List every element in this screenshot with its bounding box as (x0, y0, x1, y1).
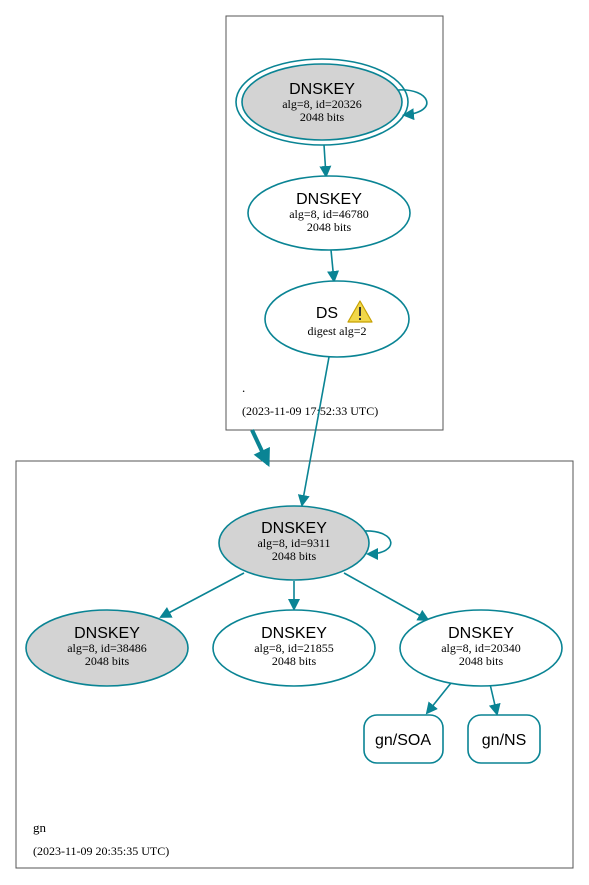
node-gn-key-20340-shape (399, 609, 563, 687)
node-gn-key-21855-line2: 2048 bits (272, 654, 317, 668)
node-gn-key-38486-line1: alg=8, id=38486 (67, 641, 147, 655)
edge-root-ksk-self (397, 89, 428, 121)
node-gn-ksk-line2: 2048 bits (272, 549, 317, 563)
node-gn-ksk[interactable]: DNSKEY alg=8, id=9311 2048 bits (218, 505, 370, 581)
edge-20340-to-ns (488, 683, 501, 716)
node-gn-key-20340-line1: alg=8, id=20340 (441, 641, 521, 655)
node-gn-key-21855[interactable]: DNSKEY alg=8, id=21855 2048 bits (212, 609, 376, 687)
zone-gn-name: gn (33, 820, 47, 835)
zone-root-name: . (242, 380, 245, 395)
node-gn-soa-label: gn/SOA (375, 732, 431, 749)
node-gn-key-38486[interactable]: DNSKEY alg=8, id=38486 2048 bits (25, 609, 189, 687)
node-gn-key-20340-line2: 2048 bits (459, 654, 504, 668)
node-gn-soa[interactable]: gn/SOA (363, 714, 444, 764)
node-root-ksk-line2: 2048 bits (300, 110, 345, 124)
zone-root-border (225, 15, 444, 431)
node-gn-ns-label: gn/NS (482, 732, 526, 749)
node-root-ksk-line1: alg=8, id=20326 (282, 97, 362, 111)
zone-root: . (2023-11-09 17:52:33 UTC) (225, 15, 444, 431)
edges (159, 89, 501, 716)
node-root-ksk-outer-ring (235, 58, 409, 146)
node-gn-ksk-line1: alg=8, id=9311 (257, 536, 330, 550)
node-root-zsk-line2: 2048 bits (307, 220, 352, 234)
zone-gn-timestamp: (2023-11-09 20:35:35 UTC) (33, 844, 169, 858)
node-root-zsk-line1: alg=8, id=46780 (289, 207, 369, 221)
node-ds-title: DS (316, 305, 338, 322)
node-gn-key-21855-line1: alg=8, id=21855 (254, 641, 334, 655)
node-gn-ns[interactable]: gn/NS (467, 714, 541, 764)
node-gn-key-38486-title: DNSKEY (74, 625, 140, 642)
edge-gn-ksk-self (363, 530, 392, 560)
zone-gn-border (15, 460, 574, 869)
edge-20340-to-soa (425, 682, 452, 715)
edge-gn-ksk-to-38486 (159, 572, 245, 618)
node-ds-shape (264, 280, 410, 358)
edge-root-ksk-to-zsk (319, 144, 332, 178)
node-root-ksk-shape (241, 63, 403, 141)
node-root-zsk-title: DNSKEY (296, 191, 362, 208)
node-gn-key-20340[interactable]: DNSKEY alg=8, id=20340 2048 bits (399, 609, 563, 687)
zone-root-timestamp: (2023-11-09 17:52:33 UTC) (242, 404, 378, 418)
node-gn-ksk-shape (218, 505, 370, 581)
node-gn-soa-shape (363, 714, 444, 764)
edge-root-zsk-to-ds (327, 249, 340, 283)
warning-icon (347, 300, 373, 323)
edge-ds-to-gn-ksk (297, 356, 330, 507)
node-gn-key-38486-line2: 2048 bits (85, 654, 130, 668)
node-root-zsk-shape (247, 175, 411, 251)
node-root-ksk-title: DNSKEY (289, 81, 355, 98)
edge-delegation (250, 429, 270, 468)
node-gn-ksk-title: DNSKEY (261, 520, 327, 537)
node-ds-line1: digest alg=2 (307, 324, 366, 338)
zone-gn: gn (2023-11-09 20:35:35 UTC) (15, 460, 574, 869)
node-gn-key-21855-shape (212, 609, 376, 687)
node-gn-key-38486-shape (25, 609, 189, 687)
node-gn-key-21855-title: DNSKEY (261, 625, 327, 642)
node-root-zsk[interactable]: DNSKEY alg=8, id=46780 2048 bits (247, 175, 411, 251)
edge-gn-ksk-to-20340 (343, 572, 430, 621)
node-gn-key-20340-title: DNSKEY (448, 625, 514, 642)
node-root-ksk[interactable]: DNSKEY alg=8, id=20326 2048 bits (235, 58, 409, 146)
node-gn-ns-shape (467, 714, 541, 764)
node-ds[interactable]: DS digest alg=2 (264, 280, 410, 358)
